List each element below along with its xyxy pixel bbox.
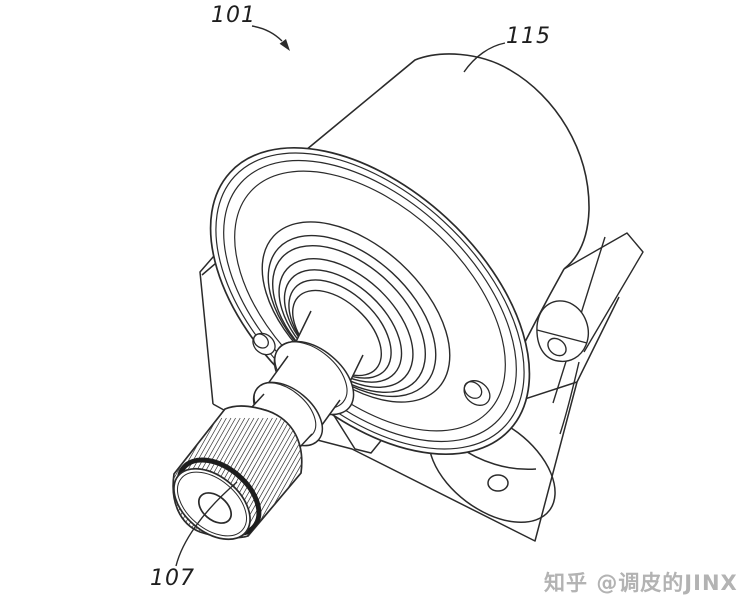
leader-101	[251, 25, 283, 42]
ref-label-101: 101	[211, 3, 256, 28]
shaft-knob	[172, 405, 303, 541]
leader-115	[463, 42, 506, 73]
leader-107	[175, 481, 238, 567]
flange-screw-holes	[252, 332, 491, 406]
watermark-handle: @调皮的JINX	[596, 571, 738, 595]
zhihu-watermark: 知乎 @调皮的JINX	[544, 567, 738, 597]
base-hole	[487, 474, 509, 492]
ref-label-107: 107	[150, 566, 195, 591]
watermark-site: 知乎	[544, 571, 588, 595]
bracket-right-wall	[536, 232, 644, 435]
reference-leaders	[175, 25, 506, 567]
ref-label-115: 115	[506, 24, 551, 49]
leader-101-arrowhead	[279, 39, 290, 51]
knob-center-hole	[198, 492, 232, 524]
tab-hole	[547, 337, 567, 357]
